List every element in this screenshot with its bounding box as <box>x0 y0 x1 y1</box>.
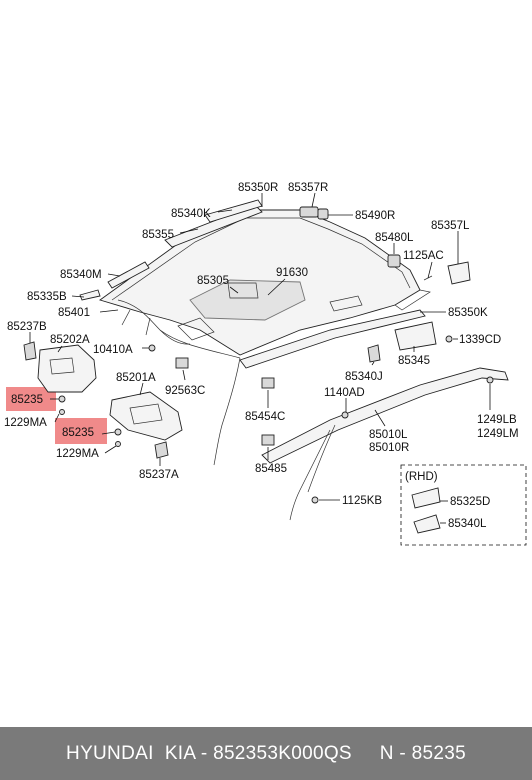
bolt-1125KB <box>311 496 319 504</box>
label-1249LB: 1249LB <box>477 414 517 426</box>
label-85490R: 85490R <box>355 210 395 222</box>
assist-handle-85340M <box>107 261 150 289</box>
label-85202A: 85202A <box>50 334 90 346</box>
label-1229MA-upper: 1229MA <box>4 417 47 429</box>
label-1125AC: 1125AC <box>403 250 444 262</box>
rail-85350K <box>239 309 426 369</box>
bracket-85345 <box>394 321 437 351</box>
curtain-airbag-85010 <box>261 367 509 521</box>
clip-85485 <box>261 434 275 446</box>
label-1125KB: 1125KB <box>342 495 382 507</box>
leader-lines <box>29 192 491 524</box>
clip-85235-lower <box>114 428 122 436</box>
label-85340K: 85340K <box>171 208 211 220</box>
label-91630: 91630 <box>276 267 308 279</box>
label-85355: 85355 <box>142 229 174 241</box>
wiring-harness-91630 <box>117 299 241 466</box>
footer-part-number: HYUNDAI KIA - 852353K000QS N - 85235 <box>66 742 466 764</box>
label-85480L: 85480L <box>375 232 414 244</box>
label-85237B: 85237B <box>7 321 47 333</box>
label-1249LM: 1249LM <box>477 428 519 440</box>
label-10410A: 10410A <box>93 344 133 356</box>
label-85235-upper: 85235 <box>11 394 43 406</box>
label-85010R: 85010R <box>369 442 409 454</box>
label-85454C: 85454C <box>245 411 285 423</box>
label-85350R: 85350R <box>238 182 278 194</box>
rhd-handle-85340L <box>413 514 441 534</box>
label-1140AD: 1140AD <box>324 387 365 399</box>
part-85357R <box>317 208 329 220</box>
sunvisor-85202A <box>37 344 97 393</box>
clip-92563C <box>175 357 189 369</box>
headliner-85305 <box>98 209 431 356</box>
label-85340J: 85340J <box>345 371 383 383</box>
label-1229MA-lower: 1229MA <box>56 448 99 460</box>
label-85350K: 85350K <box>448 307 488 319</box>
label-85325D: 85325D <box>450 496 490 508</box>
clip-85480L <box>387 254 401 268</box>
parts-diagram: 85350R 85357R 85340K 85490R 85355 85357L… <box>4 182 527 546</box>
footer-bar: HYUNDAI KIA - 852353K000QS N - 85235 <box>0 727 532 780</box>
holder-85237B <box>23 341 37 361</box>
label-85485: 85485 <box>255 463 287 475</box>
clip-1339CD <box>445 335 453 343</box>
label-85305: 85305 <box>197 275 229 287</box>
clip-85235-upper <box>58 395 66 403</box>
screw-1229MA-upper <box>59 409 65 415</box>
label-85340L: 85340L <box>448 518 487 530</box>
label-85335B: 85335B <box>27 291 67 303</box>
rhd-bracket-85325D <box>411 487 441 509</box>
label-85345: 85345 <box>398 355 430 367</box>
part-85490R <box>299 206 319 218</box>
screw-1229MA-lower <box>115 441 121 447</box>
label-85340M: 85340M <box>60 269 102 281</box>
holder-85237A <box>154 441 169 459</box>
label-85010L: 85010L <box>369 429 408 441</box>
sunvisor-85201A <box>109 391 183 441</box>
label-85237A: 85237A <box>139 469 179 481</box>
clip-85335B <box>79 289 101 301</box>
label-1339CD: 1339CD <box>459 334 501 346</box>
rhd-box <box>400 464 527 546</box>
label-85357L: 85357L <box>431 220 470 232</box>
handle-85340J <box>367 344 381 363</box>
bracket-85357L <box>447 261 471 285</box>
label-85201A: 85201A <box>116 372 156 384</box>
clip-85454C <box>261 377 275 389</box>
label-92563C: 92563C <box>165 385 205 397</box>
bolt-1249LB <box>486 376 494 384</box>
label-85235-lower: 85235 <box>62 427 94 439</box>
label-85357R: 85357R <box>288 182 328 194</box>
label-85401: 85401 <box>58 307 90 319</box>
bolt-10410A <box>148 344 156 352</box>
label-RHD: (RHD) <box>405 471 438 483</box>
highlight-box-85235-lower <box>55 418 107 444</box>
bolt-1140AD <box>341 411 349 419</box>
